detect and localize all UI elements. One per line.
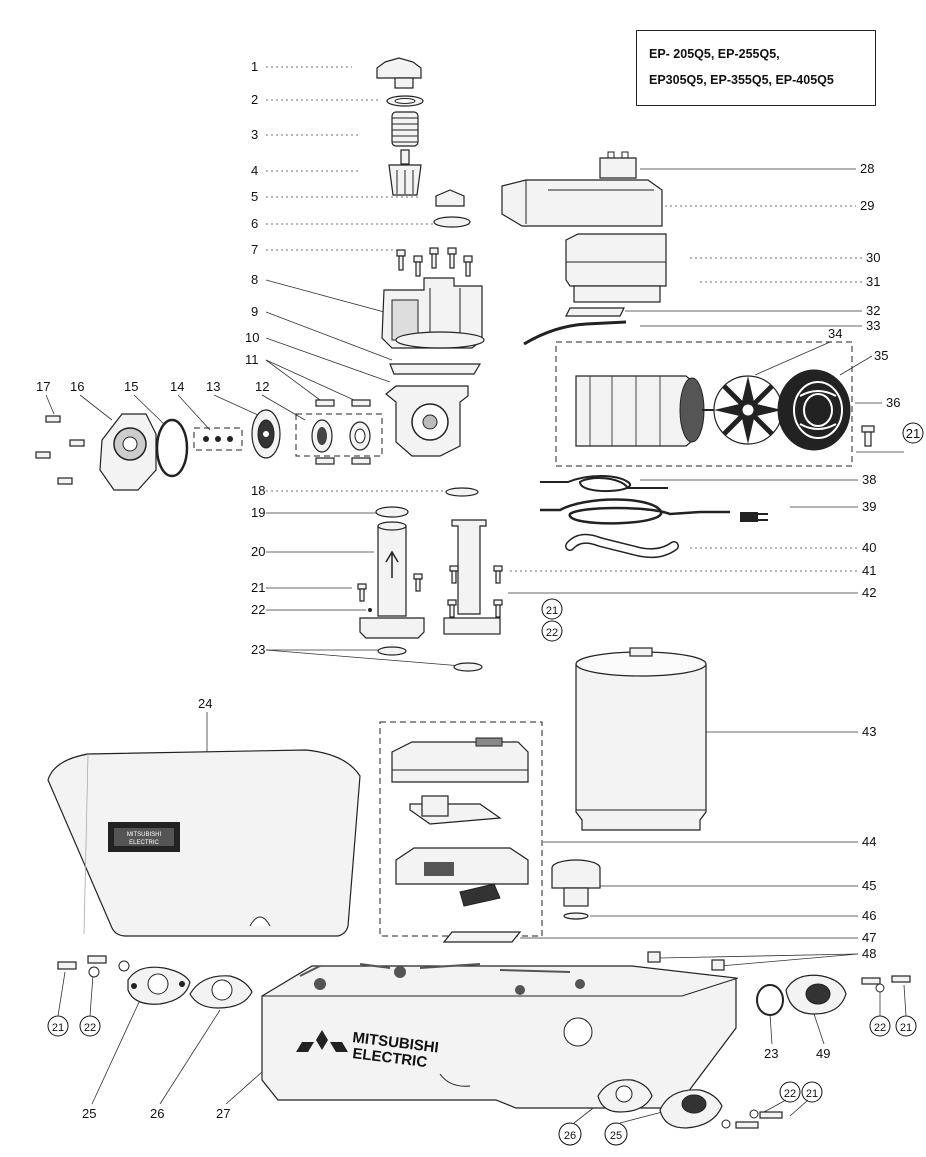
label-10: 10 <box>245 330 259 345</box>
label-23-right: 23 <box>764 1046 778 1061</box>
label-20: 20 <box>251 544 265 559</box>
label-32: 32 <box>866 303 880 318</box>
cover-brand-line2: ELECTRIC <box>129 840 159 846</box>
circled-21-mid: 21 <box>546 605 558 617</box>
pressure-sensor <box>442 859 601 943</box>
circled-22-right: 22 <box>874 1022 886 1034</box>
label-31: 31 <box>866 274 880 289</box>
circled-22-bottom: 22 <box>784 1088 796 1100</box>
label-3: 3 <box>251 127 258 142</box>
label-25: 25 <box>82 1106 96 1121</box>
label-22-left: 22 <box>251 602 265 617</box>
callouts-left: 1 2 3 4 5 6 7 8 9 10 11 12 13 14 15 16 1… <box>36 59 463 760</box>
circled-callouts: 21 21 22 21 22 22 21 26 25 22 21 <box>47 422 924 1146</box>
cables <box>540 475 768 559</box>
pressure-switch-assembly <box>379 721 543 937</box>
circled-26-bottom: 26 <box>564 1130 576 1142</box>
label-33: 33 <box>866 318 880 333</box>
label-46: 46 <box>862 908 876 923</box>
label-28: 28 <box>860 161 874 176</box>
circled-21-left: 21 <box>52 1022 64 1034</box>
label-49: 49 <box>816 1046 830 1061</box>
label-16: 16 <box>70 379 84 394</box>
label-27: 27 <box>216 1106 230 1121</box>
label-17: 17 <box>36 379 50 394</box>
label-47: 47 <box>862 930 876 945</box>
label-18: 18 <box>251 483 265 498</box>
callouts-right: 28 29 30 31 32 33 34 35 36 38 39 40 41 4… <box>82 161 900 1121</box>
label-29: 29 <box>860 198 874 213</box>
check-valve-stack <box>376 57 485 457</box>
circled-25-bottom: 25 <box>610 1130 622 1142</box>
label-19: 19 <box>251 505 265 520</box>
model-line-2: EP305Q5, EP-355Q5, EP-405Q5 <box>649 73 834 87</box>
terminal-box <box>501 151 667 346</box>
label-6: 6 <box>251 216 258 231</box>
label-2: 2 <box>251 92 258 107</box>
circled-21-right: 21 <box>900 1022 912 1034</box>
label-5: 5 <box>251 189 258 204</box>
label-23-left: 23 <box>251 642 265 657</box>
label-9: 9 <box>251 304 258 319</box>
label-38: 38 <box>862 472 876 487</box>
label-21-left: 21 <box>251 580 265 595</box>
label-48: 48 <box>862 946 876 961</box>
circled-22-left: 22 <box>84 1022 96 1034</box>
label-35: 35 <box>874 348 888 363</box>
model-line-1: EP- 205Q5, EP-255Q5, <box>649 47 780 61</box>
label-24: 24 <box>198 696 212 711</box>
pipe-assembly <box>357 487 503 672</box>
circled-22-mid: 22 <box>546 627 558 639</box>
label-30: 30 <box>866 250 880 265</box>
label-42: 42 <box>862 585 876 600</box>
label-36: 36 <box>886 395 900 410</box>
label-12: 12 <box>255 379 269 394</box>
pump-cover: MITSUBISHI ELECTRIC <box>47 749 361 937</box>
label-34: 34 <box>828 326 842 341</box>
label-41: 41 <box>862 563 876 578</box>
label-11: 11 <box>245 352 259 367</box>
impeller-assembly <box>35 399 383 491</box>
label-44: 44 <box>862 834 876 849</box>
label-45: 45 <box>862 878 876 893</box>
label-15: 15 <box>124 379 138 394</box>
flanges <box>57 951 911 1129</box>
cover-brand-line1: MITSUBISHI <box>127 832 162 838</box>
motor-assembly <box>555 341 875 467</box>
label-8: 8 <box>251 272 258 287</box>
label-13: 13 <box>206 379 220 394</box>
pressure-tank <box>575 647 707 831</box>
label-14: 14 <box>170 379 184 394</box>
label-39: 39 <box>862 499 876 514</box>
label-4: 4 <box>251 163 258 178</box>
label-43: 43 <box>862 724 876 739</box>
model-number-box: EP- 205Q5, EP-255Q5, EP305Q5, EP-355Q5, … <box>636 30 876 106</box>
label-7: 7 <box>251 242 258 257</box>
pump-base: MITSUBISHI ELECTRIC <box>261 963 739 1109</box>
circled-21-motor: 21 <box>906 426 920 441</box>
label-26: 26 <box>150 1106 164 1121</box>
label-1: 1 <box>251 59 258 74</box>
label-40: 40 <box>862 540 876 555</box>
circled-21-bottom: 21 <box>806 1088 818 1100</box>
